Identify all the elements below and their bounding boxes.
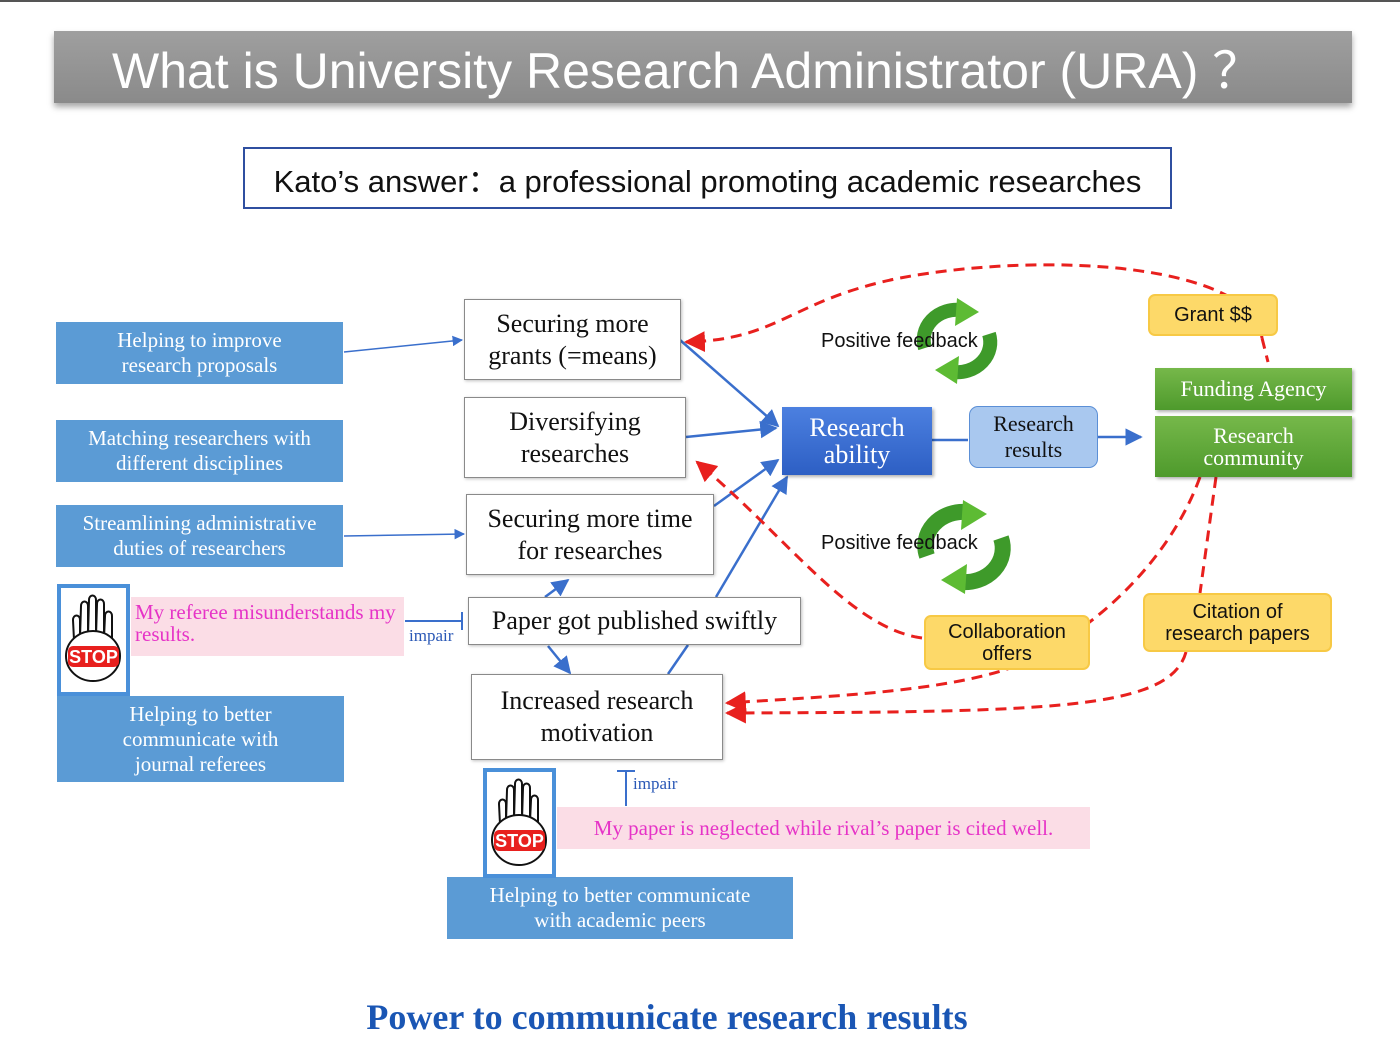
problem-paper-neglected: My paper is neglected while rival’s pape… bbox=[557, 807, 1090, 849]
label-streamlining-duties: Streamlining administrative duties of re… bbox=[56, 505, 343, 567]
page-title: What is University Research Administrato… bbox=[54, 31, 1352, 103]
box-diversifying-researches: Diversifying researches bbox=[464, 397, 686, 478]
stop-hand-icon: STOP bbox=[483, 768, 556, 878]
positive-feedback-label: Positive feedback bbox=[821, 532, 978, 554]
box-research-results: Research results bbox=[969, 406, 1098, 468]
stop-hand-icon: STOP bbox=[57, 584, 130, 696]
recycle-arrows-icon bbox=[905, 498, 1023, 596]
box-collaboration-offers: Collaboration offers bbox=[924, 615, 1090, 670]
footer-statement: Power to communicate research results bbox=[366, 997, 968, 1037]
subtitle-box: Kato’s answer：a professional promoting a… bbox=[243, 147, 1172, 209]
svg-text:STOP: STOP bbox=[69, 647, 118, 667]
problem-referee-misunderstands: My referee misunderstands my results. bbox=[131, 597, 404, 656]
label-improve-proposals: Helping to improve research proposals bbox=[56, 322, 343, 384]
svg-text:STOP: STOP bbox=[495, 831, 544, 851]
box-funding-agency: Funding Agency bbox=[1155, 368, 1352, 410]
box-paper-published: Paper got published swiftly bbox=[468, 597, 801, 645]
positive-feedback-label: Positive feedback bbox=[821, 330, 978, 352]
box-citation: Citation of research papers bbox=[1143, 593, 1332, 652]
label-communicate-peers: Helping to better communicate with acade… bbox=[447, 877, 793, 939]
label-communicate-referees: Helping to better communicate with journ… bbox=[57, 696, 344, 782]
impair-label: impair bbox=[633, 774, 678, 793]
box-increased-motivation: Increased research motivation bbox=[471, 674, 723, 760]
box-securing-time: Securing more time for researches bbox=[466, 494, 714, 575]
box-research-ability: Research ability bbox=[782, 407, 932, 475]
box-research-community: Research community bbox=[1155, 416, 1352, 477]
top-border-line bbox=[0, 0, 1400, 2]
box-grant: Grant $$ bbox=[1148, 294, 1278, 336]
box-securing-grants: Securing more grants (=means) bbox=[464, 299, 681, 380]
label-matching-researchers: Matching researchers with different disc… bbox=[56, 420, 343, 482]
impair-label: impair bbox=[409, 626, 454, 645]
recycle-arrows-icon bbox=[905, 296, 1009, 386]
